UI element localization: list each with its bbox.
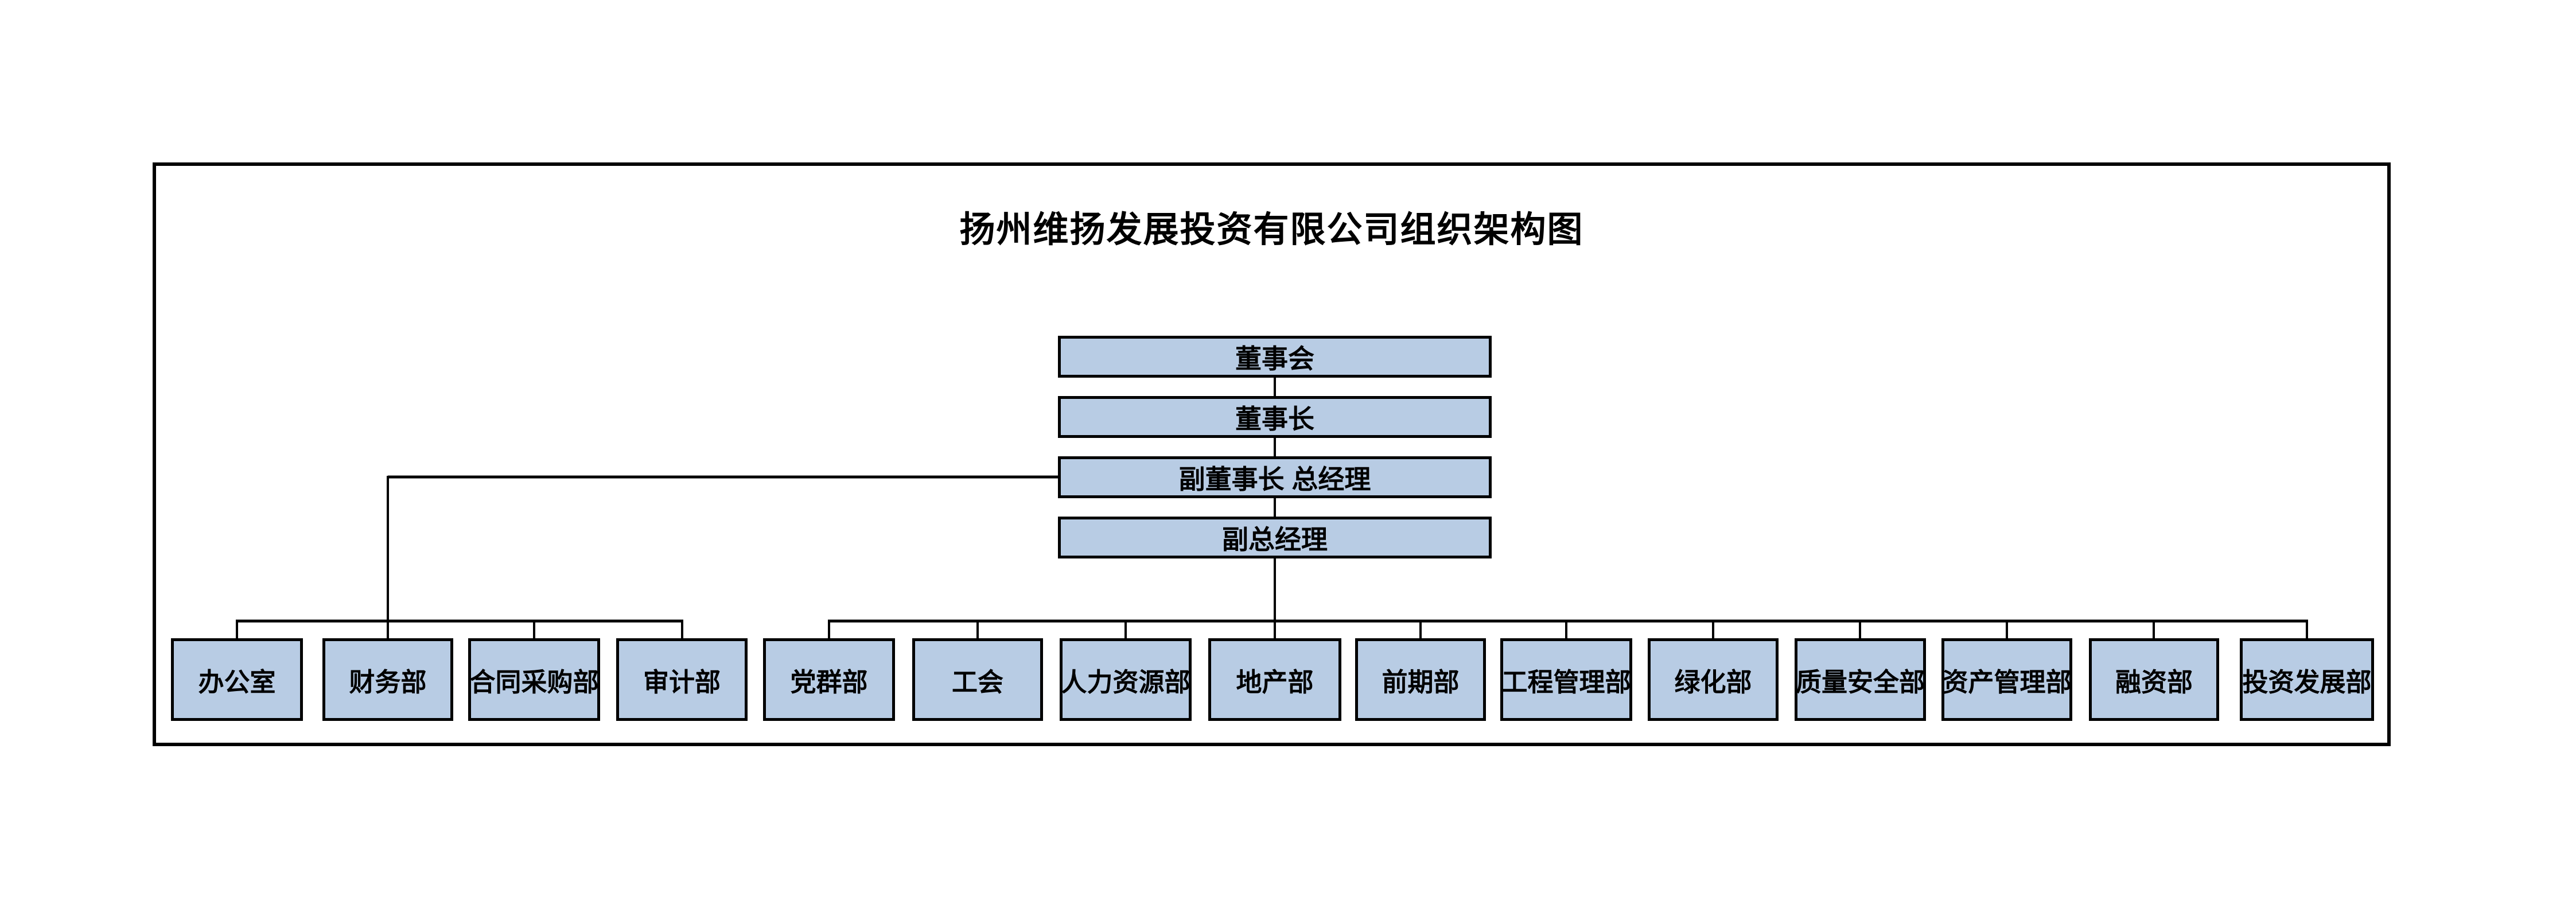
dept-office: 办公室 bbox=[171, 638, 303, 721]
dept-engineering-management: 工程管理部 bbox=[1500, 638, 1632, 721]
node-chairman: 董事长 bbox=[1058, 396, 1492, 438]
dept-real-estate: 地产部 bbox=[1208, 638, 1341, 721]
dept-financing: 融资部 bbox=[2089, 638, 2219, 721]
chart-title: 扬州维扬发展投资有限公司组织架构图 bbox=[959, 211, 1584, 250]
dept-party-masses: 党群部 bbox=[763, 638, 895, 721]
dept-quality-safety: 质量安全部 bbox=[1795, 638, 1926, 721]
node-board-of-directors: 董事会 bbox=[1058, 336, 1492, 378]
dept-asset-management: 资产管理部 bbox=[1941, 638, 2072, 721]
dept-preliminary: 前期部 bbox=[1355, 638, 1486, 721]
dept-human-resources: 人力资源部 bbox=[1060, 638, 1192, 721]
node-deputy-general-manager: 副总经理 bbox=[1058, 517, 1492, 558]
dept-finance: 财务部 bbox=[322, 638, 453, 721]
dept-contract-procurement: 合同采购部 bbox=[468, 638, 600, 721]
dept-audit: 审计部 bbox=[616, 638, 748, 721]
dept-greening: 绿化部 bbox=[1648, 638, 1779, 721]
dept-investment-development: 投资发展部 bbox=[2240, 638, 2374, 721]
node-vice-chairman-general-manager: 副董事长 总经理 bbox=[1058, 456, 1492, 498]
dept-labor-union: 工会 bbox=[912, 638, 1043, 721]
